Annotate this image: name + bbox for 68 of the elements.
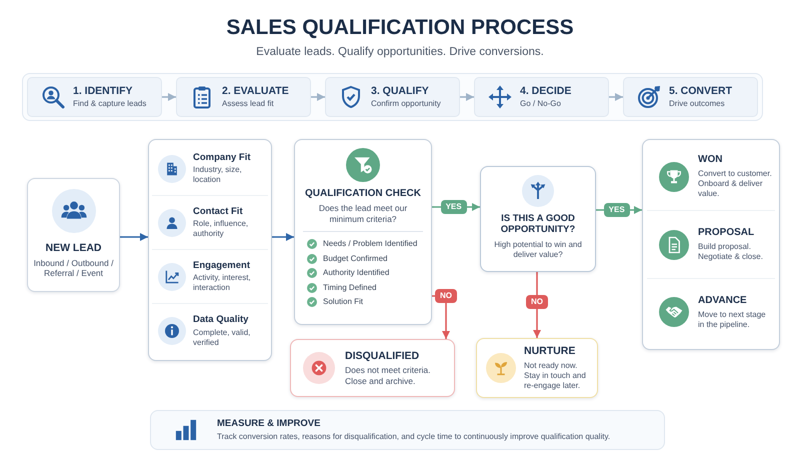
- node-description: Track conversion rates, reasons for disqualification, and cycle time to continuously improve qualification quality.: [217, 432, 612, 442]
- step-subtitle: Go / No-Go: [520, 99, 562, 110]
- node-title: Contact Fit: [193, 206, 244, 218]
- node-title: ADVANCE: [698, 294, 748, 306]
- arrow: [460, 93, 474, 101]
- node-title: Data Quality: [193, 314, 250, 326]
- checklist-item: Timing Defined: [323, 282, 377, 293]
- node-title: NEW LEAD: [46, 242, 102, 255]
- node-title: PROPOSAL: [698, 227, 756, 239]
- node-description: High potential to win and deliver value?: [493, 240, 583, 260]
- subtitle: Evaluate leads. Qualify opportunities. Drive conversions.: [255, 46, 545, 58]
- step-title: 5. CONVERT: [669, 84, 734, 98]
- node-description: Industry, size, location: [193, 165, 243, 186]
- step-subtitle: Assess lead fit: [222, 99, 275, 110]
- node-description: Activity, interest, interaction: [193, 273, 252, 294]
- edge-label: NO: [526, 294, 548, 309]
- step-panel: [623, 77, 758, 117]
- node-title: QUALIFICATION CHECK: [305, 188, 421, 200]
- step-title: 4. DECIDE: [520, 84, 572, 98]
- node-description: Build proposal. Negotiate & close.: [698, 242, 764, 262]
- node-title: DISQUALIFIED: [345, 350, 420, 362]
- checklist-item: Solution Fit: [323, 297, 364, 308]
- edge-label: YES: [604, 203, 630, 217]
- diagram-title: SALES QUALIFICATION PROCESS: [225, 16, 575, 40]
- checklist-item: Needs / Problem Identified: [323, 239, 418, 250]
- nurture-card: [476, 338, 598, 398]
- step-panel: [27, 77, 162, 117]
- arrow: [533, 272, 541, 338]
- step-panel: [325, 77, 460, 117]
- outcome-panel: [642, 139, 780, 350]
- edge-label: NO: [435, 289, 457, 303]
- qualification-card: [294, 139, 432, 325]
- node-question: Does the lead meet our minimum criteria?: [318, 203, 408, 224]
- step-subtitle: Find & capture leads: [73, 99, 148, 110]
- criteria-panel: [148, 139, 272, 361]
- measure-card: [150, 410, 665, 450]
- arrow: [272, 233, 294, 241]
- node-title: IS THIS A GOOD OPPORTUNITY?: [500, 213, 576, 236]
- step-subtitle: Confirm opportunity: [371, 99, 442, 110]
- step-title: 3. QUALIFY: [371, 84, 430, 98]
- node-description: Convert to customer. Onboard & deliver value.: [698, 169, 772, 199]
- step-panel: [176, 77, 311, 117]
- node-description: Not ready now. Stay in touch and re-engage later.: [524, 360, 587, 391]
- step-subtitle: Drive outcomes: [669, 99, 726, 110]
- node-description: Does not meet criteria. Close and archive.: [345, 365, 432, 386]
- arrow: [120, 233, 148, 241]
- node-title: MEASURE & IMPROVE: [217, 418, 322, 430]
- disqualified-card: [290, 339, 455, 397]
- checklist-item: Authority Identified: [323, 268, 390, 278]
- step-panel: [474, 77, 609, 117]
- node-description: Complete, valid, verified: [193, 328, 252, 348]
- arrow: [311, 93, 325, 101]
- step-title: 2. EVALUATE: [222, 84, 290, 98]
- edge-label: YES: [440, 200, 467, 214]
- node-title: WON: [698, 154, 724, 166]
- step-title: 1. IDENTIFY: [73, 84, 134, 98]
- node-title: Company Fit: [193, 152, 252, 164]
- decision-card: [480, 166, 596, 272]
- lead-card: [27, 178, 120, 292]
- node-description: Role, influence, authority: [193, 219, 250, 240]
- arrow: [432, 295, 450, 339]
- checklist-item: Budget Confirmed: [323, 254, 388, 264]
- node-description: Move to next stage in the pipeline.: [698, 310, 767, 330]
- arrow: [162, 93, 176, 101]
- node-description: Inbound / Outbound / Referral / Event: [32, 258, 114, 279]
- node-title: NURTURE: [524, 345, 576, 358]
- node-title: Engagement: [193, 260, 252, 272]
- arrow: [609, 93, 623, 101]
